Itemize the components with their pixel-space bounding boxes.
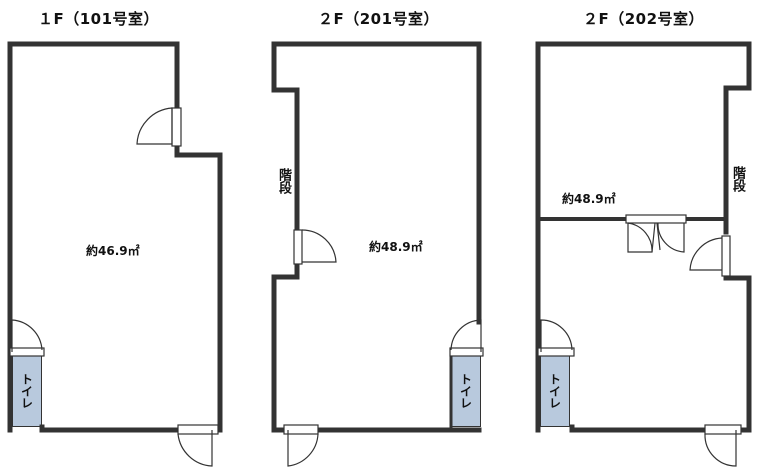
plan-title-202: ２F（202号室） xyxy=(583,10,705,28)
door-201-entrance xyxy=(287,430,319,467)
toilet-label-202: トイレ xyxy=(547,373,562,409)
area-label-202: 約48.9㎡ xyxy=(562,192,616,206)
door-101-toilet xyxy=(11,319,43,352)
door-201-stairs xyxy=(301,229,337,263)
plan-title-201: ２F（201号室） xyxy=(318,10,440,28)
toilet-101: トイレ xyxy=(12,355,42,427)
area-label-101: 約46.9㎡ xyxy=(86,244,140,258)
stairs-label-202: 階段 xyxy=(730,166,745,192)
wall-outline-101 xyxy=(7,41,223,433)
door-202-double-right xyxy=(657,222,685,253)
toilet-label-201: トイレ xyxy=(458,373,473,409)
toilet-label-101: トイレ xyxy=(19,373,34,409)
door-202-double-left xyxy=(627,222,653,253)
wall-outline-202 xyxy=(535,41,752,433)
door-202-entrance xyxy=(704,430,737,467)
wall-outline-201 xyxy=(271,41,482,433)
door-202-side xyxy=(689,237,723,271)
door-101-inner xyxy=(136,107,173,145)
plan-title-101: １F（101号室） xyxy=(38,10,160,28)
area-label-201: 約48.9㎡ xyxy=(369,240,423,254)
stairs-label-201: 階段 xyxy=(276,168,291,194)
toilet-201: トイレ xyxy=(451,355,481,427)
door-201-toilet xyxy=(450,319,482,352)
door-101-entrance xyxy=(177,430,213,467)
door-202-toilet xyxy=(540,319,573,352)
